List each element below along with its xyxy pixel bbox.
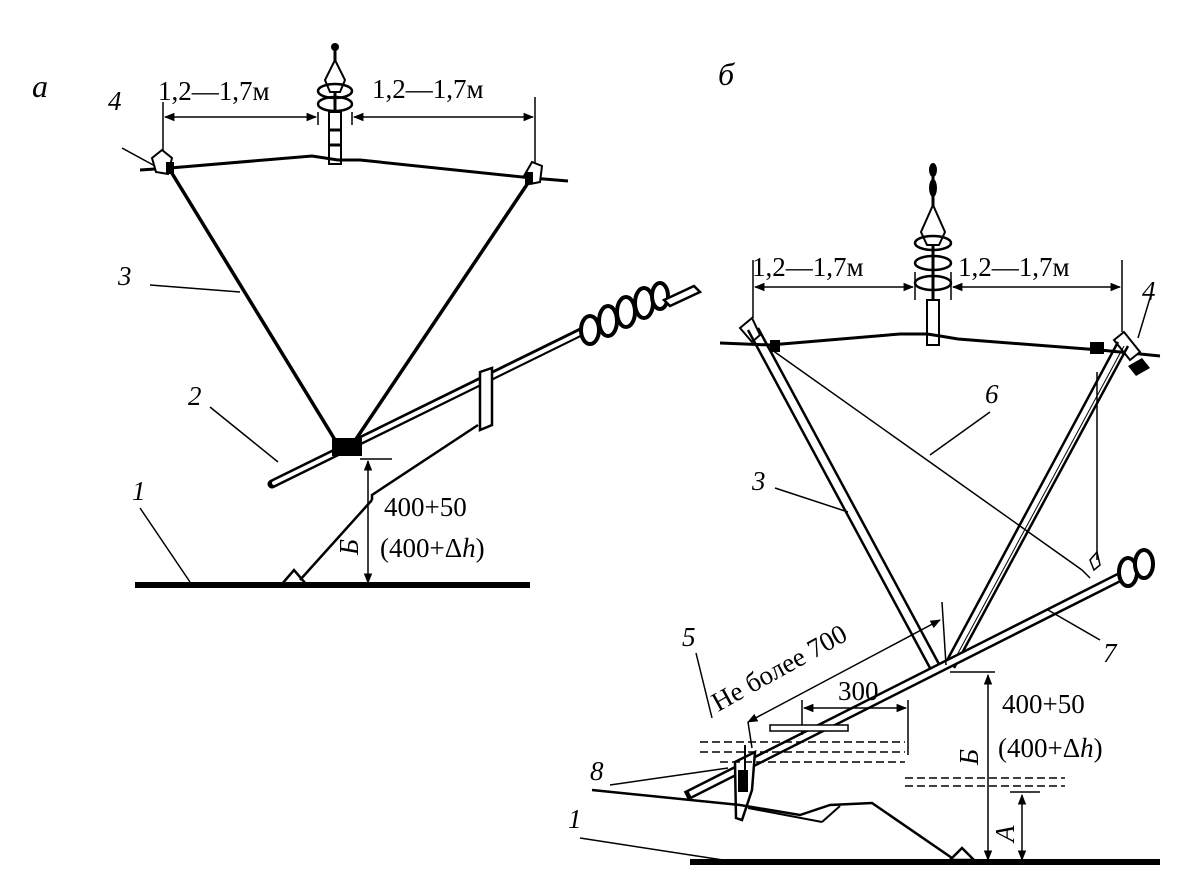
- panel-b-pantograph-profile: [591, 788, 953, 860]
- panel-b-contact-wire: [719, 332, 1161, 358]
- panel-a-label-3: 3: [117, 261, 132, 291]
- panel-a-contact-wire: [139, 154, 569, 183]
- panel-b-label: б: [718, 56, 735, 92]
- panel-a-label-1: 1: [132, 476, 146, 506]
- panel-b-clamp-left: [738, 316, 762, 344]
- panel-a-dim-right: 1,2—1,7м: [372, 74, 484, 104]
- panel-b-label-5: 5: [682, 622, 696, 652]
- panel-a-label-4: 4: [108, 86, 122, 116]
- panel-b-height-alt: (400+Δh): [998, 733, 1103, 763]
- panel-a-hanger: [478, 366, 494, 432]
- panel-b-label-1: 1: [568, 804, 582, 834]
- panel-a-height-alt: (400+Δh): [380, 533, 485, 563]
- panel-b-struts: [746, 327, 1130, 669]
- panel-b-height-letter-b: Б: [954, 749, 984, 766]
- panel-b-label-7: 7: [1103, 638, 1118, 668]
- panel-b-dim-right: 1,2—1,7м: [958, 252, 1070, 282]
- panel-b-dim-700: Не более 700: [706, 618, 852, 717]
- panel-a-top-dimensions: 1,2—1,7м 1,2—1,7м: [158, 74, 536, 165]
- panel-a-label: а: [32, 68, 48, 104]
- panel-b-wire-6: [771, 349, 1091, 579]
- panel-b-height-dimension: Б А 400+50 (400+Δh): [950, 671, 1103, 862]
- panel-b-label-4: 4: [1142, 276, 1156, 306]
- panel-a-wire-3-right: [348, 179, 532, 449]
- panel-a-support-rod: [370, 423, 479, 500]
- panel-b: б 1,2—1,7м 1,2—1,7м: [568, 56, 1161, 865]
- panel-a: а 1,2—1,7м 1,2—1,7м: [32, 43, 703, 588]
- panel-b-top-dimensions: 1,2—1,7м 1,2—1,7м: [752, 252, 1123, 332]
- panel-a-height-dimension: Б 400+50 (400+Δh): [334, 458, 485, 585]
- panel-a-height-letter: Б: [334, 539, 364, 556]
- panel-b-dim-left: 1,2—1,7м: [752, 252, 864, 282]
- panel-a-label-2: 2: [188, 381, 202, 411]
- panel-a-height-main: 400+50: [384, 492, 467, 522]
- panel-b-label-8: 8: [590, 756, 604, 786]
- panel-b-height-main: 400+50: [1002, 689, 1085, 719]
- panel-a-ground-support: [279, 568, 309, 586]
- panel-b-height-letter-a: А: [990, 825, 1020, 844]
- panel-b-clamp-right-tip: [1128, 358, 1150, 376]
- panel-b-ground-support: [946, 846, 978, 862]
- panel-b-label-6: 6: [985, 379, 999, 409]
- panel-a-wire-3-left: [168, 169, 342, 449]
- panel-a-rod-clamp: [332, 438, 362, 456]
- panel-a-rod-insulator: [579, 281, 703, 346]
- panel-b-rod-insulator: [1117, 548, 1155, 588]
- panel-b-insulator-string: [913, 163, 953, 346]
- panel-b-dim-300: 300: [838, 676, 879, 706]
- panel-a-insulator-string: [316, 43, 354, 165]
- panel-b-label-3: 3: [751, 466, 766, 496]
- panel-a-dim-left: 1,2—1,7м: [158, 76, 270, 106]
